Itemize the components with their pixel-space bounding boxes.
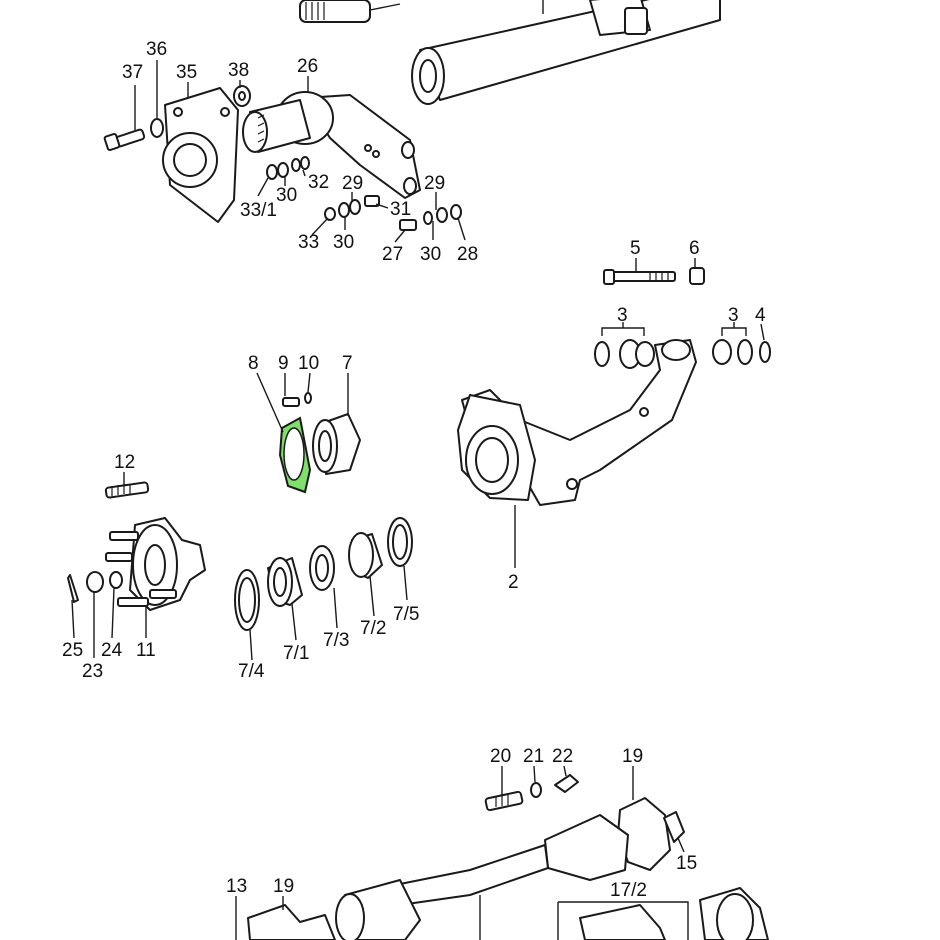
label-19-right: 19 [622,746,643,767]
label-7-4: 7/4 [238,661,265,682]
label-11: 11 [136,640,156,661]
nut-6 [689,267,705,285]
label-30-mid: 30 [333,232,354,253]
label-7: 7 [342,353,353,374]
bolt-9 [282,392,312,407]
seal-ring-8-highlighted [278,416,312,494]
label-7-2: 7/2 [360,618,386,639]
cv-joint-right [557,887,769,940]
label-12: 12 [114,452,135,473]
label-2: 2 [508,572,519,593]
torsion-tube [411,0,721,105]
label-28: 28 [457,244,478,265]
label-23: 23 [82,661,103,682]
label-21: 21 [523,746,544,767]
label-29-right: 29 [424,173,445,194]
label-5: 5 [630,238,641,259]
trailing-arm-2 [457,339,697,568]
label-35: 35 [176,62,197,83]
label-15: 15 [676,853,697,874]
spring-plate-cover [162,87,239,223]
label-29-left: 29 [342,173,363,194]
part-labels: 37 36 35 38 26 33/1 30 32 29 29 31 33 30… [62,39,766,901]
bearing-set-7-x [234,517,413,631]
spring-plate-26 [242,91,421,199]
bolt-12 [104,481,150,499]
label-7-3: 7/3 [323,630,349,651]
drive-shaft [299,0,401,23]
label-9: 9 [278,353,289,374]
label-7-5: 7/5 [393,604,419,625]
label-37: 37 [122,62,143,83]
washer-36 [150,118,164,138]
label-31: 31 [390,199,411,220]
label-36: 36 [146,39,167,60]
cv-joint-left [247,904,336,940]
label-30-right: 30 [420,244,441,265]
label-26: 26 [297,56,318,77]
label-3-right: 3 [728,305,739,326]
label-7-1: 7/1 [283,643,309,664]
label-24: 24 [101,640,123,661]
hub-11 [105,517,206,611]
label-17-2: 17/2 [610,880,647,901]
label-33: 33 [298,232,319,253]
label-20: 20 [490,746,511,767]
bushings-3 [594,339,771,369]
label-30-upper: 30 [276,185,297,206]
fasteners-upper [266,156,462,231]
label-8: 8 [248,353,259,374]
leader-lines [71,60,765,940]
label-10: 10 [298,353,319,374]
label-6: 6 [689,238,700,259]
label-33-1: 33/1 [240,200,277,221]
label-38: 38 [228,60,249,81]
bushing-38 [233,85,251,107]
bolt-5 [603,269,676,285]
label-19-left: 19 [273,876,294,897]
plate-22 [554,774,579,793]
bearing-7 [312,413,361,475]
axle-shaft [335,814,629,940]
label-13: 13 [226,876,247,897]
gasket-19 [617,797,685,871]
label-4: 4 [755,305,766,326]
label-22: 22 [552,746,573,767]
nut-washer-pin [67,571,123,603]
bolt-20 [484,790,524,812]
label-3-left: 3 [617,305,628,326]
bolt-37 [103,128,146,151]
label-27: 27 [382,244,403,265]
label-32: 32 [308,172,329,193]
washer-21 [530,782,542,798]
label-25: 25 [62,640,83,661]
